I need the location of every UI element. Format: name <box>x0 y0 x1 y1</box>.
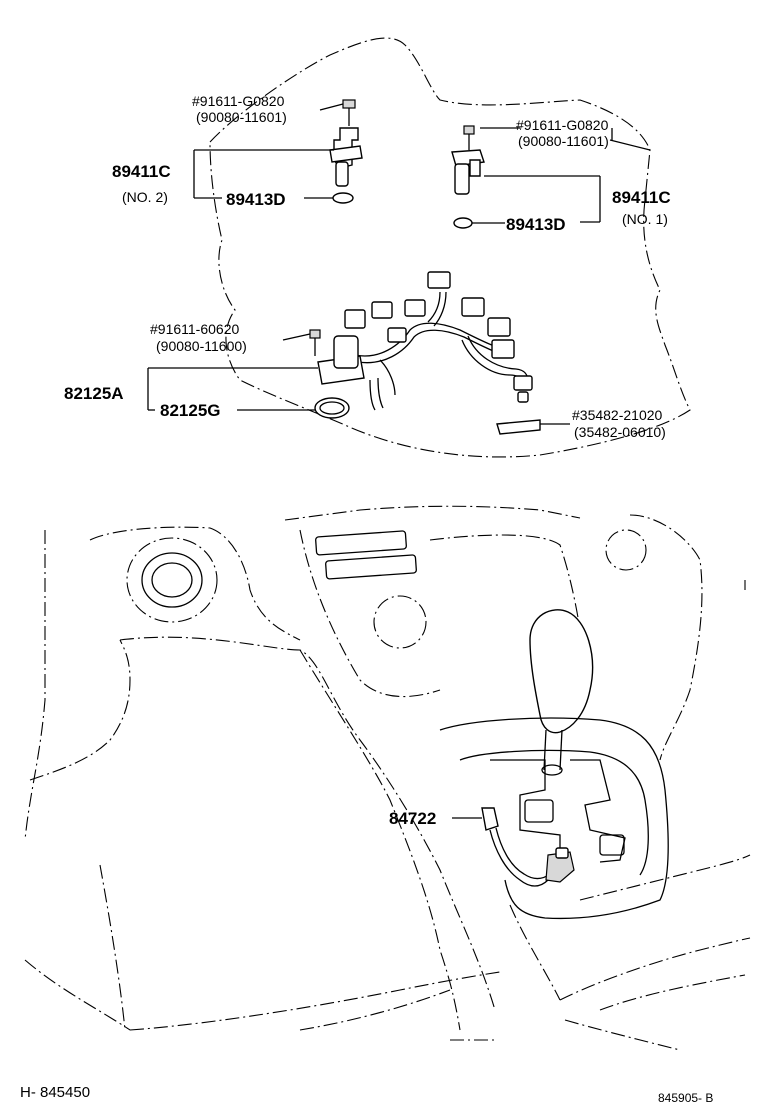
label-harness-bolt-alt: (90080-11600) <box>156 338 247 354</box>
label-oring-left: 89413D <box>226 190 286 209</box>
wire-harness <box>344 271 533 411</box>
label-sensor-left: 89411C <box>112 162 171 181</box>
bolt-top-right <box>463 125 475 150</box>
harness-ring <box>314 397 350 419</box>
footer-left-code: H- 845450 <box>20 1084 90 1101</box>
upper-assembly-boundary <box>209 37 691 458</box>
label-harness-ring: 82125G <box>160 401 221 420</box>
label-sensor-left-no: (NO. 2) <box>122 189 168 205</box>
bolt-top-left <box>342 99 356 126</box>
label-top-right-bolt: #91611-G0820 <box>516 117 609 133</box>
label-harness: 82125A <box>64 384 124 403</box>
oring-right <box>453 217 473 229</box>
label-shift-switch: 84722 <box>389 809 436 828</box>
label-top-right-bolt-alt: (90080-11601) <box>518 133 609 149</box>
label-clamp-alt: (35482-06010) <box>574 424 666 440</box>
label-top-left-bolt-alt: (90080-11601) <box>196 109 287 125</box>
harness-sensor <box>317 335 365 385</box>
clamp <box>496 419 541 435</box>
label-sensor-right-no: (NO. 1) <box>622 211 668 227</box>
label-clamp: #35482-21020 <box>572 407 663 423</box>
sensor-no2 <box>329 127 363 187</box>
vehicle-interior <box>24 505 751 1051</box>
label-harness-bolt: #91611-60620 <box>150 321 239 337</box>
label-sensor-right: 89411C <box>612 188 671 207</box>
footer-right-code: 845905- B <box>658 1091 713 1105</box>
oring-left <box>332 192 354 204</box>
label-top-left-bolt: #91611-G0820 <box>192 93 285 109</box>
bolt-harness <box>309 329 321 356</box>
label-oring-right: 89413D <box>506 215 566 234</box>
sensor-no1 <box>451 149 485 195</box>
leader-lines-upper <box>147 103 651 425</box>
shift-lock-switch <box>452 807 575 887</box>
